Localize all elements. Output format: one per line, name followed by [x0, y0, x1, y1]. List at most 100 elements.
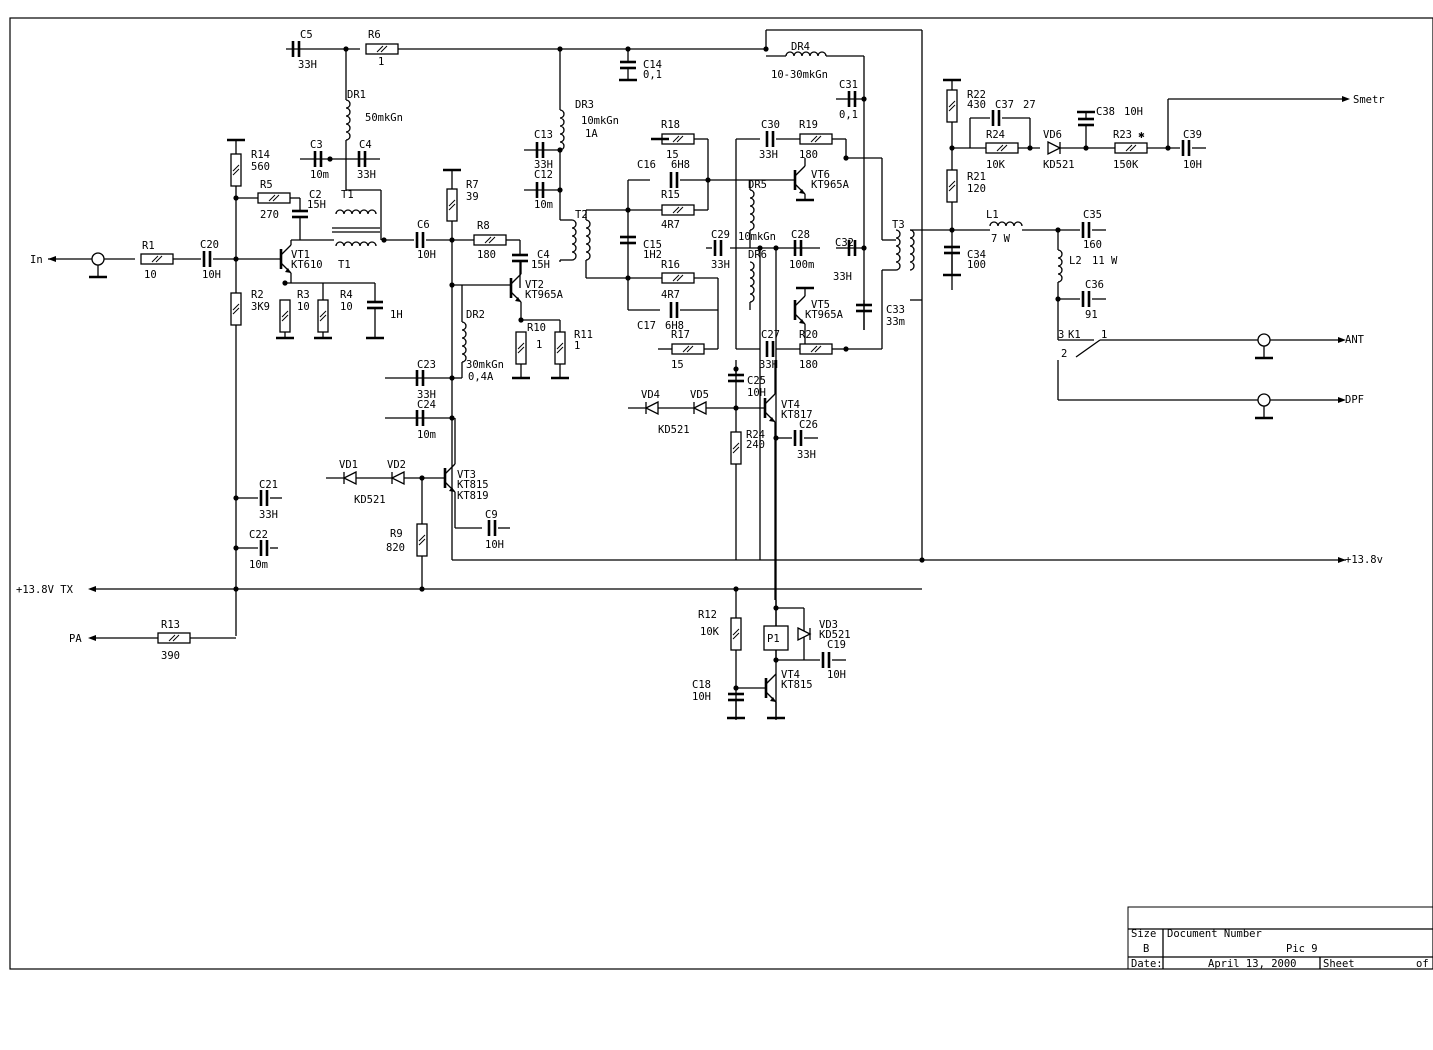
components — [9, 17, 1433, 970]
tb-docnum-label: Document Number — [1167, 928, 1262, 940]
vt6-ref: VT6 — [811, 169, 830, 181]
dr3-ref: DR3 — [575, 99, 594, 111]
r23-body-hatch — [1129, 144, 1137, 152]
r24b-ref: R24 — [746, 429, 765, 441]
vd5-body — [692, 400, 707, 416]
r19-body-body — [799, 133, 833, 145]
c35-body — [1081, 222, 1091, 238]
vt3-ref: VT3 — [457, 469, 476, 481]
c20-body — [202, 251, 212, 267]
r12-val: 10K — [700, 626, 720, 638]
junction-dot — [733, 405, 739, 411]
vt4a-ref: VT4 — [781, 399, 800, 411]
r21-body-body — [946, 169, 958, 203]
r1-val: 10 — [144, 269, 157, 281]
c3-ref: C3 — [310, 139, 323, 151]
c33-body — [856, 303, 872, 313]
r21-val: 120 — [967, 183, 986, 195]
vt4a-type: KT817 — [781, 409, 813, 421]
vt2-type: KT965A — [525, 289, 564, 301]
vt5-body-arrow — [799, 319, 805, 324]
junction-dot — [919, 557, 925, 563]
c37-body — [991, 110, 1001, 126]
vt5-body — [793, 295, 806, 325]
c17-val: 6H8 — [665, 320, 684, 332]
r22-body-hatch — [948, 100, 956, 108]
relay-pin-1: 1 — [1101, 329, 1107, 341]
r7-body — [446, 188, 458, 222]
c29-body — [713, 240, 723, 256]
vd4-ref: VD4 — [641, 389, 660, 401]
r24b-val: 240 — [746, 439, 765, 451]
vd5-ref: VD5 — [690, 389, 709, 401]
l1-ref: L1 — [986, 209, 999, 221]
c14-val: 0,1 — [643, 69, 662, 81]
c28-ref: C28 — [791, 229, 810, 241]
t3-secondary — [909, 229, 915, 271]
c32-ref: C32 — [835, 237, 854, 249]
r22-body — [946, 89, 958, 123]
dr4-ref: DR4 — [791, 41, 810, 53]
r10-val: 1 — [536, 339, 542, 351]
c31-val: 0,1 — [839, 109, 858, 121]
r15-body-body — [661, 204, 695, 216]
r19-body-hatch — [814, 135, 822, 143]
vt5-type: KT965A — [805, 309, 844, 321]
r13-body — [157, 632, 191, 644]
r17-body-hatch — [682, 345, 690, 353]
t2-secondary — [585, 219, 591, 261]
vt4b-body-collector — [765, 673, 777, 685]
r9-body — [416, 523, 428, 557]
r20-ref: R20 — [799, 329, 818, 341]
r10-body-body — [515, 331, 527, 365]
c31-body — [847, 91, 857, 107]
c39-ref: C39 — [1183, 129, 1202, 141]
t3-primary-winding — [895, 229, 901, 271]
r1-ref: R1 — [142, 240, 155, 252]
c23-val: 33H — [417, 389, 436, 401]
relay-pin-3: 3 — [1058, 329, 1064, 341]
c36-body — [1081, 291, 1091, 307]
wires — [48, 29, 1433, 969]
vt4b-type: KT815 — [781, 679, 813, 691]
dr6-body-winding — [749, 261, 755, 303]
labels: In +13.8V TX PA Smetr ANT DPF +13.8v R1 … — [16, 29, 1429, 970]
dr4-body-winding — [785, 51, 827, 57]
junction-dot — [449, 415, 455, 421]
vd4-body-body — [644, 400, 659, 416]
c3-val: 10m — [310, 169, 329, 181]
vd2-body-body — [390, 470, 405, 486]
r8-body-body — [473, 234, 507, 246]
dr3-body — [559, 109, 565, 151]
r24a-body — [985, 142, 1019, 154]
t1b-body — [335, 241, 377, 247]
c19-ref: C19 — [827, 639, 846, 651]
r16-body-hatch — [672, 274, 680, 282]
vt2-body — [509, 273, 522, 303]
r16-body — [661, 272, 695, 284]
vd2-body — [390, 470, 405, 486]
t1a-body-winding — [335, 209, 377, 215]
junction-dot — [419, 586, 425, 592]
c35-val: 160 — [1083, 239, 1102, 251]
c22-body — [259, 540, 269, 556]
port-dpf-arrow — [1338, 397, 1346, 403]
vt1-body-collector — [280, 244, 292, 256]
r2-body-body — [230, 292, 242, 326]
r7-body-hatch — [448, 199, 456, 207]
c27-ref: C27 — [761, 329, 780, 341]
r20-body — [799, 343, 833, 355]
r6-body-body — [365, 43, 399, 55]
r17-val: 15 — [671, 359, 684, 371]
port-pa: PA — [69, 633, 82, 645]
t3-primary — [895, 229, 901, 271]
r7-ref: R7 — [466, 179, 479, 191]
dr5-body-winding — [749, 189, 755, 231]
vd4-5-type: KD521 — [658, 424, 690, 436]
r17-ref: R17 — [671, 329, 690, 341]
r6-ref: R6 — [368, 29, 381, 41]
r6-body-hatch — [380, 45, 388, 53]
r5-body — [257, 192, 291, 204]
r23-val: 150K — [1113, 159, 1139, 171]
port-ant: ANT — [1345, 334, 1365, 346]
